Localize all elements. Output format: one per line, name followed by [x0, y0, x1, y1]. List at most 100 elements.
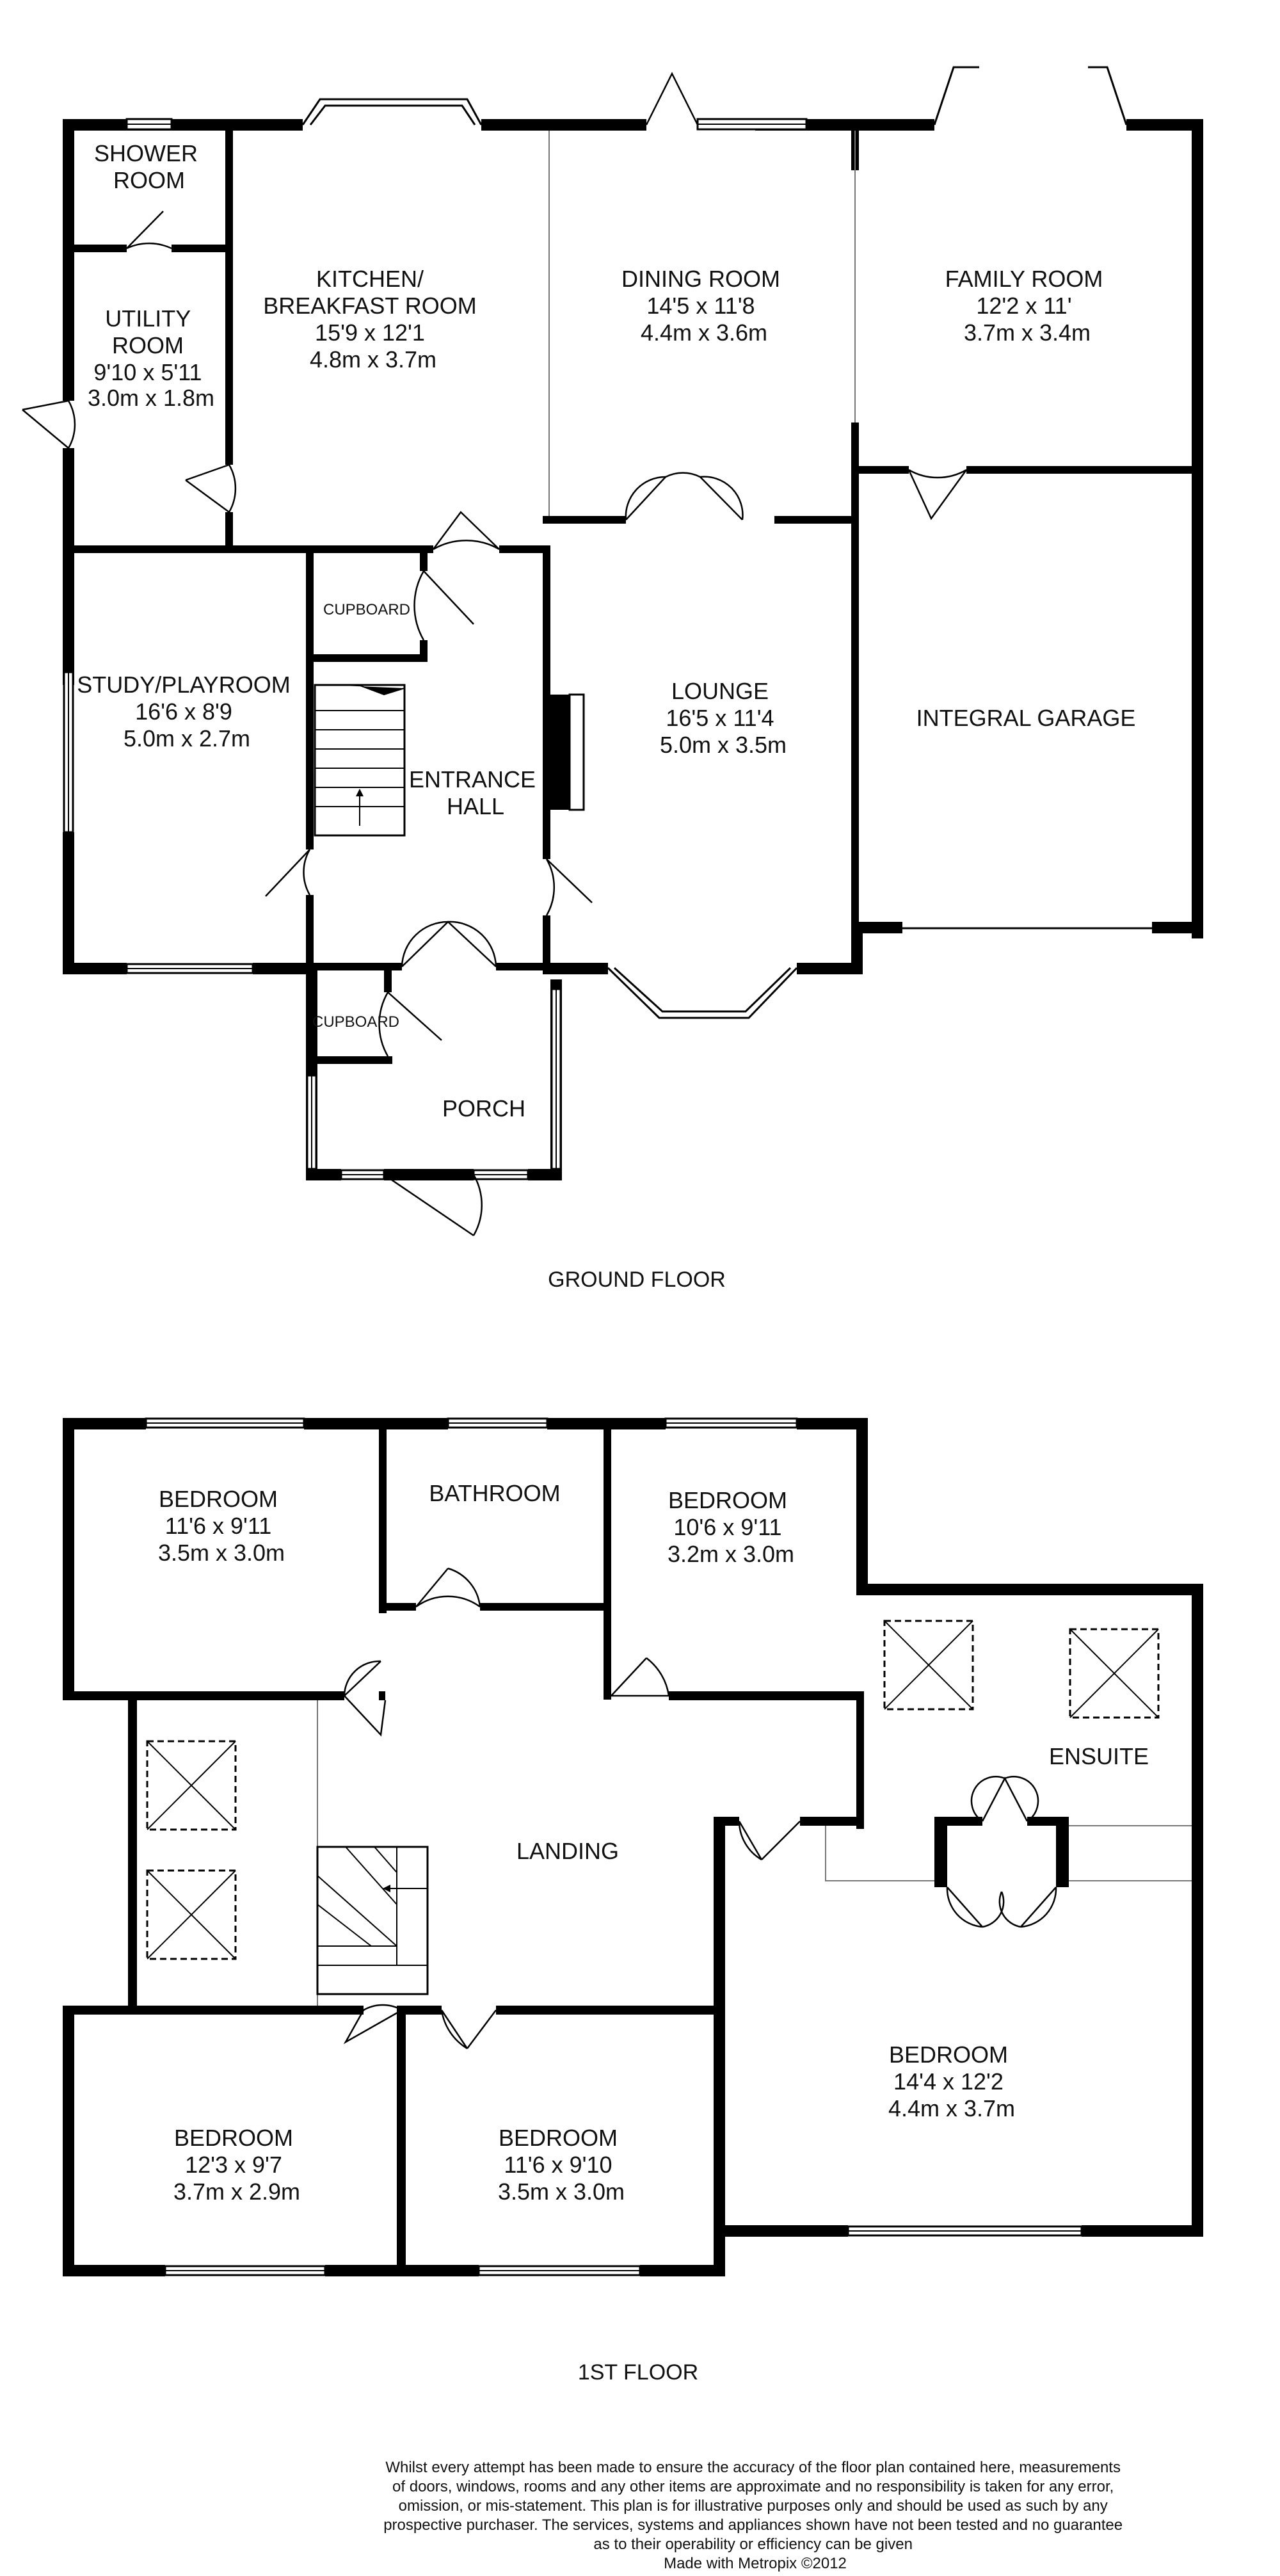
- wall: [402, 2006, 442, 2015]
- room-label-bedroom-northwest: BEDROOM 11'6 x 9'11 3.5m x 3.0m: [158, 1486, 285, 1566]
- wall: [543, 545, 550, 859]
- wall: [306, 895, 314, 974]
- door: [946, 1887, 983, 1928]
- wall: [225, 545, 433, 553]
- wall: [225, 119, 233, 465]
- door: [645, 72, 699, 125]
- wall: [1082, 2225, 1203, 2237]
- wall: [543, 516, 626, 524]
- floor-title-first: 1ST FLOOR: [578, 2360, 698, 2385]
- wall: [379, 1603, 416, 1611]
- wall: [306, 545, 314, 849]
- fireplace-hearth: [568, 693, 585, 811]
- door: [1020, 1887, 1057, 1928]
- room-label-bathroom: BATHROOM: [429, 1480, 560, 1506]
- first-floor-internal-walls: [63, 1418, 1069, 2276]
- wall: [379, 1418, 387, 1613]
- wall: [306, 963, 402, 970]
- wall: [306, 1169, 341, 1180]
- wall: [499, 545, 550, 553]
- door: [344, 1695, 387, 1737]
- wall: [851, 922, 902, 933]
- bay-window: [933, 66, 979, 125]
- wall: [640, 2265, 725, 2276]
- wall: [714, 2225, 725, 2276]
- door: [415, 1568, 481, 1608]
- skylight: [146, 1869, 237, 1960]
- wall: [63, 2265, 165, 2276]
- room-label-integral-garage: INTEGRAL GARAGE: [916, 705, 1136, 731]
- room-label-bedroom-south: BEDROOM 11'6 x 9'10 3.5m x 3.0m: [498, 2125, 625, 2205]
- first-floor-plan: BEDROOM 11'6 x 9'11 3.5m x 3.0m BATHROOM…: [63, 1417, 1203, 2385]
- door: [401, 921, 497, 967]
- wall: [800, 1817, 864, 1826]
- wall: [496, 2006, 723, 2015]
- wall: [1126, 119, 1203, 131]
- wall: [851, 922, 863, 974]
- room-label-entrance-hall: ENTRANCE HALL: [409, 766, 542, 819]
- wall: [304, 1418, 448, 1429]
- wall: [550, 963, 608, 974]
- wall: [63, 1418, 146, 1429]
- wall: [714, 1824, 725, 2237]
- door: [265, 849, 311, 897]
- fireplace: [550, 695, 572, 810]
- wall: [856, 1691, 864, 1829]
- room-label-kitchen: KITCHEN/ BREAKFAST ROOM 15'9 x 12'1 4.8m…: [263, 266, 483, 373]
- wall: [1056, 1817, 1069, 1887]
- wall: [481, 119, 646, 131]
- first-floor-stairs: [316, 1846, 429, 1995]
- wall: [63, 1418, 74, 1700]
- ground-floor-stairs: [314, 684, 406, 837]
- room-label-utility-room: UTILITY ROOM 9'10 x 5'11 3.0m x 1.8m: [88, 305, 214, 411]
- wall: [63, 448, 74, 685]
- room-label-landing: LANDING: [516, 1838, 619, 1864]
- wall: [851, 423, 859, 935]
- door: [440, 2009, 497, 2050]
- ground-floor-plan: SHOWER ROOM UTILITY ROOM 9'10 x 5'11 3.0…: [22, 66, 1203, 1292]
- wall: [1192, 1584, 1203, 2237]
- wall: [420, 545, 428, 571]
- skylight: [1069, 1628, 1160, 1719]
- first-floor-labels: BEDROOM 11'6 x 9'11 3.5m x 3.0m BATHROOM…: [158, 1480, 1149, 2385]
- wall: [669, 1691, 864, 1700]
- room-label-bedroom-northeast: BEDROOM 10'6 x 9'11 3.2m x 3.0m: [668, 1487, 794, 1567]
- door: [970, 1776, 1039, 1823]
- bay-window: [301, 98, 483, 125]
- door: [545, 858, 593, 916]
- wall: [856, 1418, 868, 1594]
- bay-window: [607, 967, 798, 1019]
- wall: [63, 119, 303, 131]
- wall: [1192, 119, 1203, 938]
- wall: [63, 2006, 364, 2015]
- room-label-lounge: LOUNGE 16'5 x 11'4 5.0m x 3.5m: [660, 678, 787, 758]
- ground-floor-walls: [63, 119, 1203, 1180]
- wall: [63, 119, 74, 401]
- ground-floor-labels: SHOWER ROOM UTILITY ROOM 9'10 x 5'11 3.0…: [77, 140, 1135, 1292]
- wall: [63, 963, 127, 974]
- skylight: [146, 1740, 237, 1831]
- door: [126, 211, 172, 250]
- wall: [63, 545, 233, 553]
- door: [611, 1657, 670, 1697]
- room-label-ensuite: ENSUITE: [1049, 1743, 1149, 1769]
- door: [625, 472, 743, 520]
- room-label-cupboard-upper: CUPBOARD: [323, 601, 410, 618]
- wall: [225, 512, 233, 551]
- wall: [128, 1691, 137, 2015]
- ground-floor-windows: [63, 66, 1152, 1180]
- wall: [63, 1691, 344, 1700]
- wall: [496, 963, 550, 970]
- wall: [934, 1817, 947, 1887]
- room-label-bedroom-southwest: BEDROOM 12'3 x 9'7 3.7m x 2.9m: [173, 2125, 300, 2205]
- wall: [966, 466, 1203, 474]
- ground-floor-doors: [22, 72, 968, 1237]
- wall: [420, 640, 428, 662]
- door: [908, 469, 968, 520]
- wall: [306, 1056, 392, 1064]
- room-label-family-room: FAMILY ROOM 12'2 x 11' 3.7m x 3.4m: [945, 266, 1110, 346]
- room-label-cupboard-lower: CUPBOARD: [312, 1013, 399, 1031]
- floor-title-ground: GROUND FLOOR: [548, 1268, 726, 1292]
- door: [413, 570, 474, 641]
